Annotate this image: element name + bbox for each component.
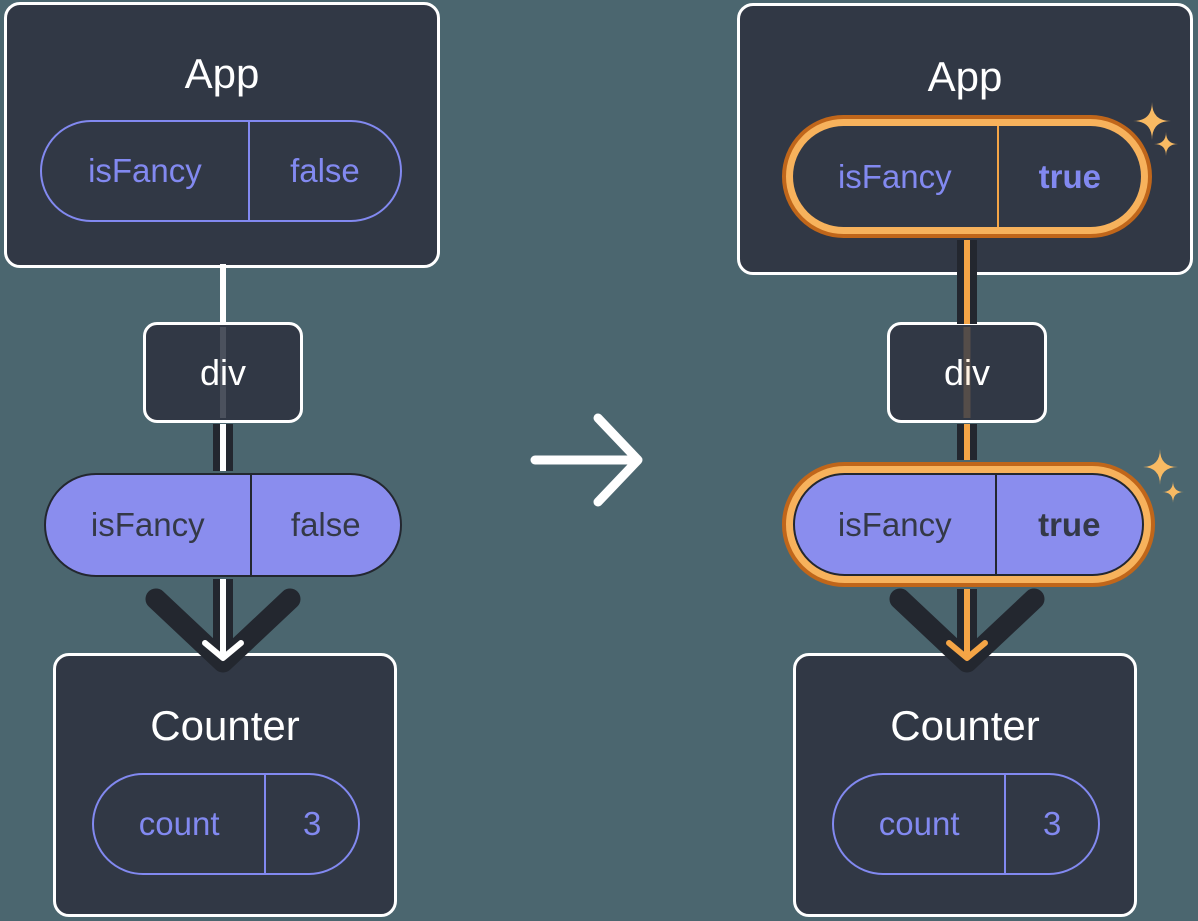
before-app-title: App [184, 50, 260, 97]
after-app-title: App [927, 53, 1003, 100]
after-counter-state-pill: count 3 [832, 773, 1100, 875]
after-counter-title: Counter [890, 702, 1040, 749]
prop-name: isFancy [90, 506, 205, 543]
prop-value: false [247, 122, 400, 220]
before-counter-title: Counter [150, 702, 300, 749]
after-passed-prop-pill: isFancy true [793, 473, 1144, 576]
after-div-label: div [943, 351, 991, 393]
state-value: 3 [264, 775, 358, 873]
after-app-card: App isFancy true [737, 3, 1193, 275]
after-div-node: div [887, 322, 1047, 423]
before-div-label: div [199, 351, 247, 393]
after-app-prop-highlight-ring: isFancy true [782, 115, 1152, 238]
prop-value: true [996, 126, 1141, 227]
after-app-prop-pill: isFancy true [793, 126, 1141, 227]
before-div-node: div [143, 322, 303, 423]
after-counter-card: Counter count 3 [793, 653, 1137, 917]
before-app-prop-pill: isFancy false [40, 120, 402, 222]
prop-value: false [249, 475, 400, 575]
prop-name: isFancy [837, 157, 952, 195]
before-counter-card: Counter count 3 [53, 653, 397, 917]
sparkle-icon [1162, 481, 1184, 503]
before-passed-prop-pill: isFancy false [44, 473, 402, 577]
prop-name: isFancy [837, 505, 952, 543]
state-value: 3 [1004, 775, 1098, 873]
before-counter-state-pill: count 3 [92, 773, 360, 875]
arrow-right-icon [530, 413, 643, 507]
prop-name: isFancy [88, 152, 202, 189]
state-name: count [878, 805, 960, 842]
before-app-card: App isFancy false [4, 2, 440, 268]
state-name: count [138, 805, 220, 842]
after-passed-prop-highlight-ring: isFancy true [782, 462, 1155, 587]
sparkle-icon [1142, 449, 1178, 485]
prop-value: true [994, 475, 1142, 574]
